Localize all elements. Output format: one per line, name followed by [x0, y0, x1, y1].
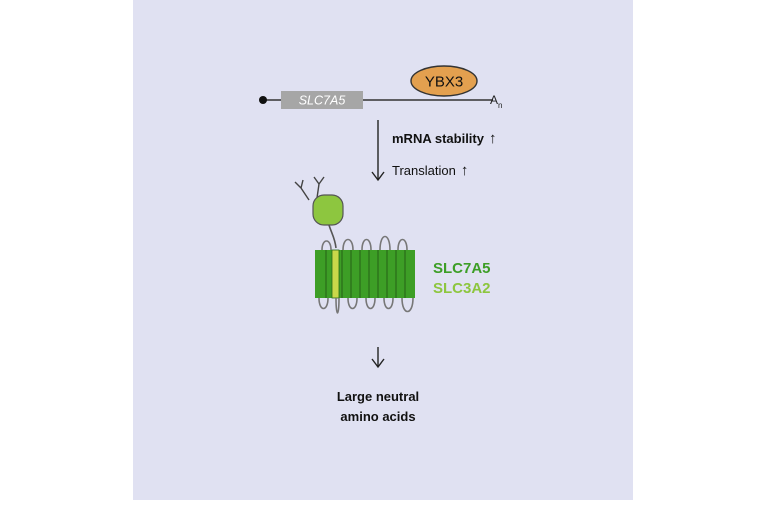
gene-label: SLC7A5: [299, 94, 346, 108]
slc3a2-stalk: [328, 224, 337, 249]
transporter-extracellular-loops: [321, 235, 408, 251]
transporter-intracellular-loops: [318, 297, 414, 314]
mrna-stability-label: mRNA stability↑: [392, 130, 496, 147]
diagram-canvas: SLC7A5 YBX3 An mRNA stability↑ Translati…: [259, 65, 502, 424]
output-line-2: amino acids: [340, 409, 415, 424]
ybx3-protein: [410, 65, 478, 97]
translation-label: Translation↑: [392, 162, 468, 179]
slc3a2-transmembrane-helix: [331, 249, 340, 299]
slc7a5-protein-label: SLC7A5: [433, 260, 491, 277]
gene-box: [281, 91, 363, 109]
slc3a2-protein-label: SLC3A2: [433, 280, 491, 297]
slc3a2-ectodomain: [312, 194, 344, 226]
translation-up-arrow: ↑: [461, 162, 469, 179]
polya-label: An: [490, 93, 502, 110]
output-line-1: Large neutral: [337, 389, 419, 404]
down-arrow-regulation: [371, 120, 385, 182]
polya-subscript: n: [498, 101, 502, 110]
ybx3-label: YBX3: [425, 74, 463, 91]
figure-panel: SLC7A5 YBX3 An mRNA stability↑ Translati…: [133, 0, 633, 500]
down-arrow-output: [371, 347, 385, 369]
mrna-cap-dot: [259, 96, 267, 104]
glycosylation-icon: [294, 176, 325, 201]
slc7a5-transporter-body: [315, 249, 415, 299]
stability-up-arrow: ↑: [489, 130, 497, 147]
